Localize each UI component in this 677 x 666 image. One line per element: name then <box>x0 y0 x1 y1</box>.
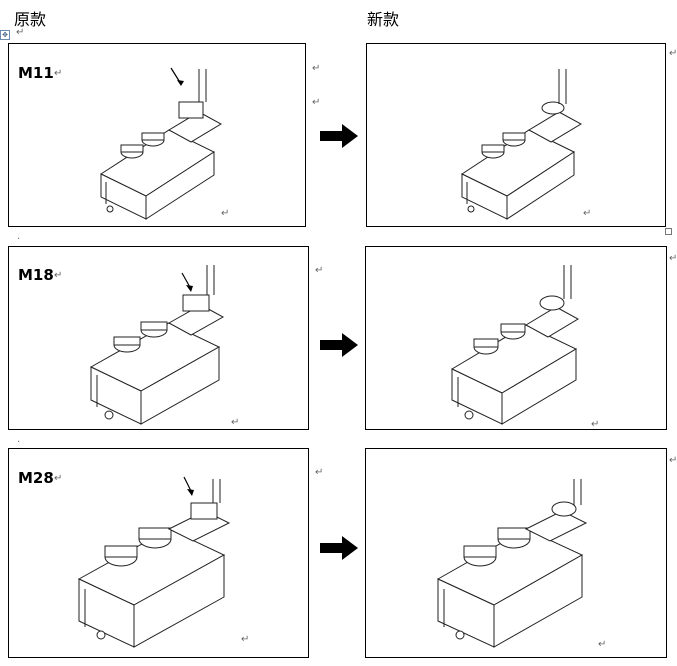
valve-drawing-new <box>450 265 580 425</box>
image-new-m28[interactable]: ↵ <box>365 448 667 658</box>
image-new-m11[interactable]: ↵ <box>366 43 666 227</box>
header-original: 原款 <box>14 10 47 29</box>
paragraph-mark: ↵ <box>221 208 230 219</box>
arrow-right-icon <box>320 333 358 357</box>
arrow-right-icon <box>320 124 358 148</box>
paragraph-mark: ↵ <box>669 48 677 59</box>
valve-drawing-new <box>460 69 583 220</box>
paragraph-mark: ↵ <box>591 419 600 430</box>
paragraph-mark: ↵ <box>312 63 321 74</box>
paragraph-mark: . <box>17 434 21 445</box>
paragraph-mark: ↵ <box>312 97 321 108</box>
image-original-m18[interactable]: M18 ↵ ↵ <box>8 246 309 430</box>
image-original-m11[interactable]: M11 ↵ ↵ <box>8 43 306 227</box>
paragraph-mark: ↵ <box>16 27 25 38</box>
paragraph-mark: ↵ <box>315 467 324 478</box>
model-label-m18: M18 <box>18 266 54 284</box>
image-original-m28[interactable]: M28 ↵ ↵ <box>8 448 309 658</box>
paragraph-mark: . <box>17 231 21 242</box>
valve-drawing-original <box>77 476 231 648</box>
paragraph-mark: ↵ <box>54 270 63 281</box>
paragraph-mark: ↵ <box>241 634 250 645</box>
resize-handle-icon[interactable] <box>665 228 672 235</box>
header-new: 新款 <box>367 10 400 29</box>
paragraph-mark: ↵ <box>669 253 677 264</box>
paragraph-mark: ↵ <box>54 473 63 484</box>
model-label-m28: M28 <box>18 469 54 487</box>
table-anchor-icon[interactable]: ✥ <box>0 30 10 40</box>
valve-drawing-original <box>89 265 225 425</box>
paragraph-mark: ↵ <box>583 208 592 219</box>
paragraph-mark: ↵ <box>315 265 324 276</box>
model-label-m11: M11 <box>18 64 54 82</box>
valve-drawing-new <box>436 479 588 648</box>
arrow-right-icon <box>320 536 358 560</box>
paragraph-mark: ↵ <box>54 68 63 79</box>
image-new-m18[interactable]: ↵ <box>365 246 667 430</box>
paragraph-mark: ↵ <box>669 455 677 466</box>
paragraph-mark: ↵ <box>598 639 607 650</box>
paragraph-mark: ↵ <box>231 417 240 428</box>
valve-drawing-original <box>99 67 223 220</box>
